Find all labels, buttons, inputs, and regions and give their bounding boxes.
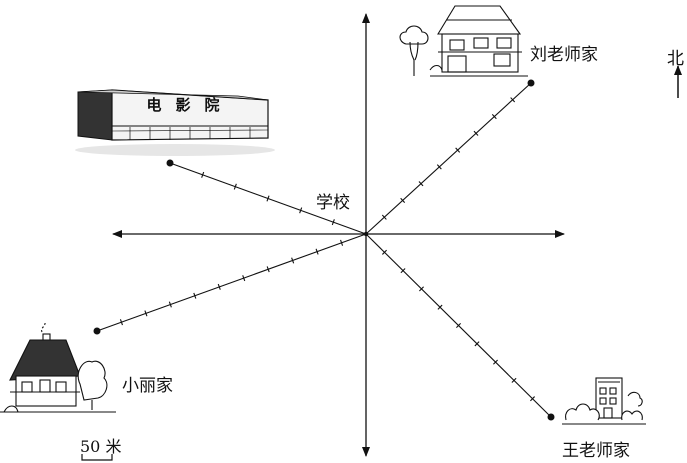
- route-tick: [400, 197, 406, 204]
- route-tick: [418, 286, 425, 292]
- route-tick: [492, 359, 499, 365]
- route-tick: [193, 292, 197, 299]
- route-tick: [315, 248, 319, 255]
- route-tick: [400, 268, 406, 274]
- route-tick: [474, 341, 480, 347]
- endpoint-xiaoli-home: [93, 327, 101, 335]
- route-tick: [144, 310, 148, 317]
- route-tick: [418, 181, 424, 187]
- route-tick: [381, 249, 388, 255]
- route-tick: [242, 275, 246, 282]
- route-tick: [455, 147, 461, 153]
- route-to-xiaoli-home: [96, 233, 367, 332]
- label-liu-teacher-home: 刘老师家: [530, 45, 598, 65]
- scale-bar: [81, 454, 113, 461]
- route-tick: [201, 171, 205, 178]
- cinema-sign: 电影院: [146, 96, 233, 114]
- route-to-liu-home: [365, 82, 532, 235]
- route-tick: [511, 377, 517, 383]
- route-tick: [491, 113, 497, 120]
- route-tick: [510, 97, 516, 103]
- route-tick: [381, 214, 387, 220]
- route-tick: [233, 183, 237, 190]
- route-tick: [340, 239, 344, 246]
- route-tick: [168, 301, 172, 308]
- route-tick: [529, 396, 536, 402]
- label-xiaoli-home: 小丽家: [122, 376, 173, 396]
- route-tick: [266, 195, 270, 202]
- cottage-house-icon: [0, 321, 116, 413]
- two-story-house-icon: [399, 5, 528, 77]
- label-school: 学校: [316, 193, 350, 213]
- label-wang-teacher-home: 王老师家: [562, 441, 630, 461]
- endpoint-wang-home: [547, 413, 555, 421]
- apartment-building-icon: [562, 377, 646, 425]
- route-lines: [96, 82, 552, 418]
- route-tick: [437, 304, 443, 310]
- compass-axes: [112, 13, 565, 457]
- route-tick: [266, 266, 270, 273]
- label-north: 北: [667, 49, 684, 69]
- school-center: [363, 231, 369, 237]
- endpoint-liu-home: [527, 79, 535, 87]
- route-tick: [299, 207, 303, 214]
- cinema-building-icon: [75, 89, 275, 156]
- route-tick: [473, 130, 479, 136]
- route-tick: [291, 257, 295, 264]
- route-tick: [217, 283, 221, 290]
- route-endpoints: [93, 79, 555, 421]
- route-tick: [436, 164, 442, 170]
- route-tick: [455, 322, 462, 329]
- route-tick: [331, 219, 335, 226]
- route-tick: [119, 319, 123, 326]
- label-scale: 50 米: [80, 437, 122, 456]
- endpoint-cinema: [166, 159, 174, 167]
